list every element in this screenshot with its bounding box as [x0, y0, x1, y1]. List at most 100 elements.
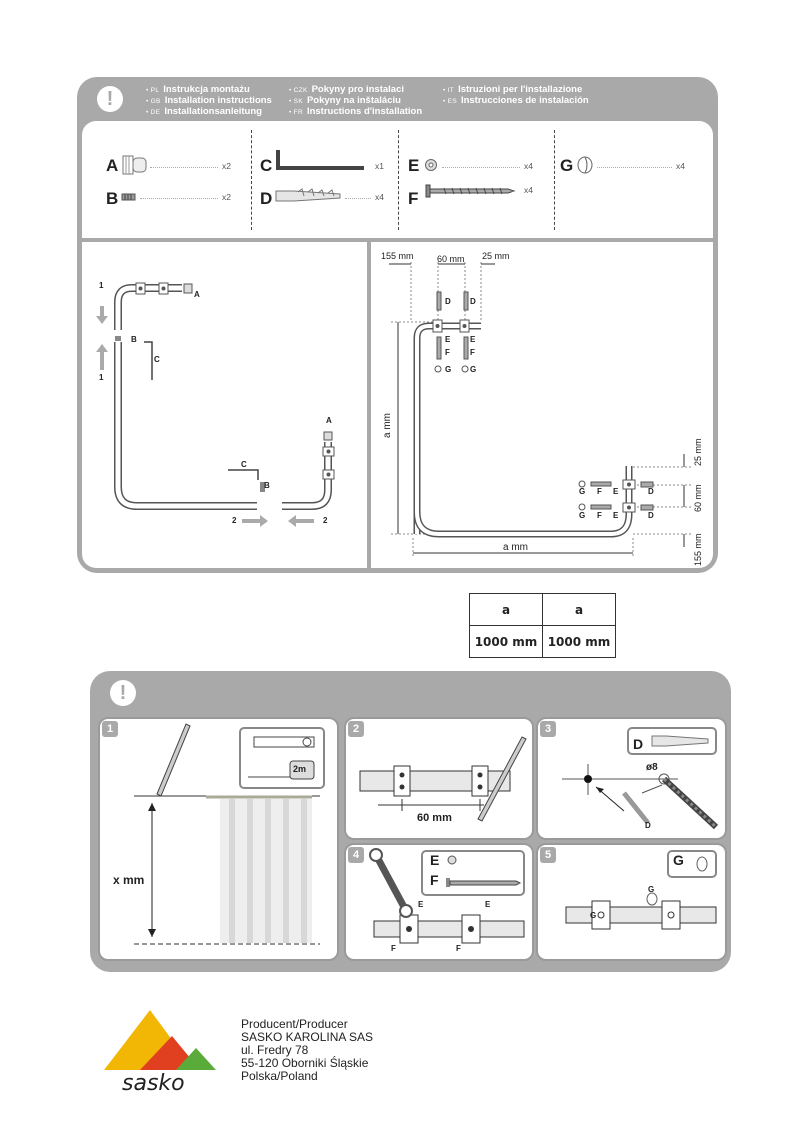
label-d: D: [648, 511, 654, 520]
screw-icon: [425, 184, 516, 198]
screw-label: F: [456, 944, 461, 953]
label-d: D: [470, 297, 476, 306]
part-letter-a: A: [106, 156, 119, 175]
step-2-label: 2: [323, 516, 328, 525]
label-g: G: [470, 365, 477, 374]
label-c: C: [241, 460, 247, 469]
screw-fix-illustration: [369, 848, 525, 944]
label-g: G: [579, 511, 586, 520]
cap-label: G: [590, 911, 597, 920]
label-f: F: [597, 487, 602, 496]
size-header: a: [542, 593, 616, 626]
tape-label: 2m: [293, 764, 307, 774]
label-f: F: [470, 348, 475, 357]
producer-block: Producent/Producer SASKO KAROLINA SAS ul…: [241, 1018, 373, 1083]
part-qty-f: x4: [524, 185, 533, 195]
label-e: E: [470, 335, 476, 344]
step-number: 4: [348, 847, 364, 863]
producer-line: 55-120 Oborniki Śląskie: [241, 1056, 369, 1070]
dimension-diagram: [389, 262, 691, 557]
label-e: E: [445, 335, 451, 344]
part-letter-e: E: [408, 156, 420, 175]
assembly-panel: [82, 242, 367, 568]
label-f: F: [597, 511, 602, 520]
dim-60-right: 60 mm: [693, 484, 703, 512]
producer-line: SASKO KAROLINA SAS: [241, 1030, 374, 1044]
part-f-label: F: [430, 872, 439, 888]
part-letter-b: B: [106, 189, 119, 208]
dimension-panel: [371, 242, 713, 568]
dim-a-left: a mm: [382, 413, 393, 438]
plug-label: D: [645, 821, 651, 830]
washer-label: E: [485, 900, 491, 909]
producer-line: Producent/Producer: [241, 1017, 348, 1031]
label-a: A: [194, 290, 200, 299]
label-a: A: [326, 416, 332, 425]
step-1-label: 1: [99, 281, 104, 290]
drill-illustration: [562, 727, 719, 830]
end-cap-icon: [122, 155, 147, 175]
part-qty-b: x2: [222, 192, 231, 202]
step-number: 3: [540, 721, 556, 737]
label-c: C: [154, 355, 160, 364]
wall-plug-icon: [275, 188, 341, 202]
part-g-label: G: [673, 852, 684, 868]
distance-label: 60 mm: [417, 812, 452, 824]
parts-panel: [82, 121, 713, 238]
step-number: 2: [348, 721, 364, 737]
screw-label: F: [391, 944, 396, 953]
label-b: B: [131, 335, 137, 344]
cap-illustration: [565, 850, 717, 930]
part-letter-d: D: [260, 189, 273, 208]
label-d: D: [445, 297, 451, 306]
mark-holes-illustration: [359, 736, 527, 822]
part-qty-a: x2: [222, 161, 231, 171]
size-value: 1000 mm: [469, 625, 543, 658]
allen-key-icon: [276, 150, 364, 170]
dim-a-bottom: a mm: [503, 542, 528, 553]
divider: [398, 130, 399, 230]
x-mm-label: x mm: [113, 873, 145, 887]
warning-icon: !: [110, 680, 136, 706]
part-qty-e: x4: [524, 161, 533, 171]
divider: [251, 130, 252, 230]
label-e: E: [613, 487, 619, 496]
drill-size-label: ø8: [646, 762, 658, 773]
connector-screw-icon: [121, 193, 136, 201]
label-f: F: [445, 348, 450, 357]
screw-cap-icon: [577, 156, 593, 174]
step-2-label: 2: [232, 516, 237, 525]
sasko-logo: [104, 1010, 216, 1070]
part-qty-c: x1: [375, 161, 384, 171]
measure-height-illustration: [134, 723, 325, 945]
producer-line: Polska/Poland: [241, 1069, 318, 1083]
label-g: G: [445, 365, 452, 374]
producer-line: ul. Fredry 78: [241, 1043, 309, 1057]
dim-60-top: 60 mm: [437, 254, 465, 264]
part-letter-f: F: [408, 189, 419, 208]
step-number: 5: [540, 847, 556, 863]
label-e: E: [613, 511, 619, 520]
washer-icon: [425, 159, 437, 171]
step-5-panel: [536, 843, 727, 961]
label-g: G: [579, 487, 586, 496]
dim-25-right: 25 mm: [693, 438, 703, 466]
part-qty-g: x4: [676, 161, 685, 171]
part-e-label: E: [430, 852, 440, 868]
divider: [554, 130, 555, 230]
dim-155-right: 155 mm: [693, 533, 703, 566]
dim-25-top: 25 mm: [482, 251, 510, 261]
part-qty-d: x4: [375, 192, 384, 202]
warning-icon: !: [97, 86, 123, 112]
step-1-label: 1: [99, 373, 104, 382]
washer-label: E: [418, 900, 424, 909]
assembly-diagram: [96, 282, 335, 527]
